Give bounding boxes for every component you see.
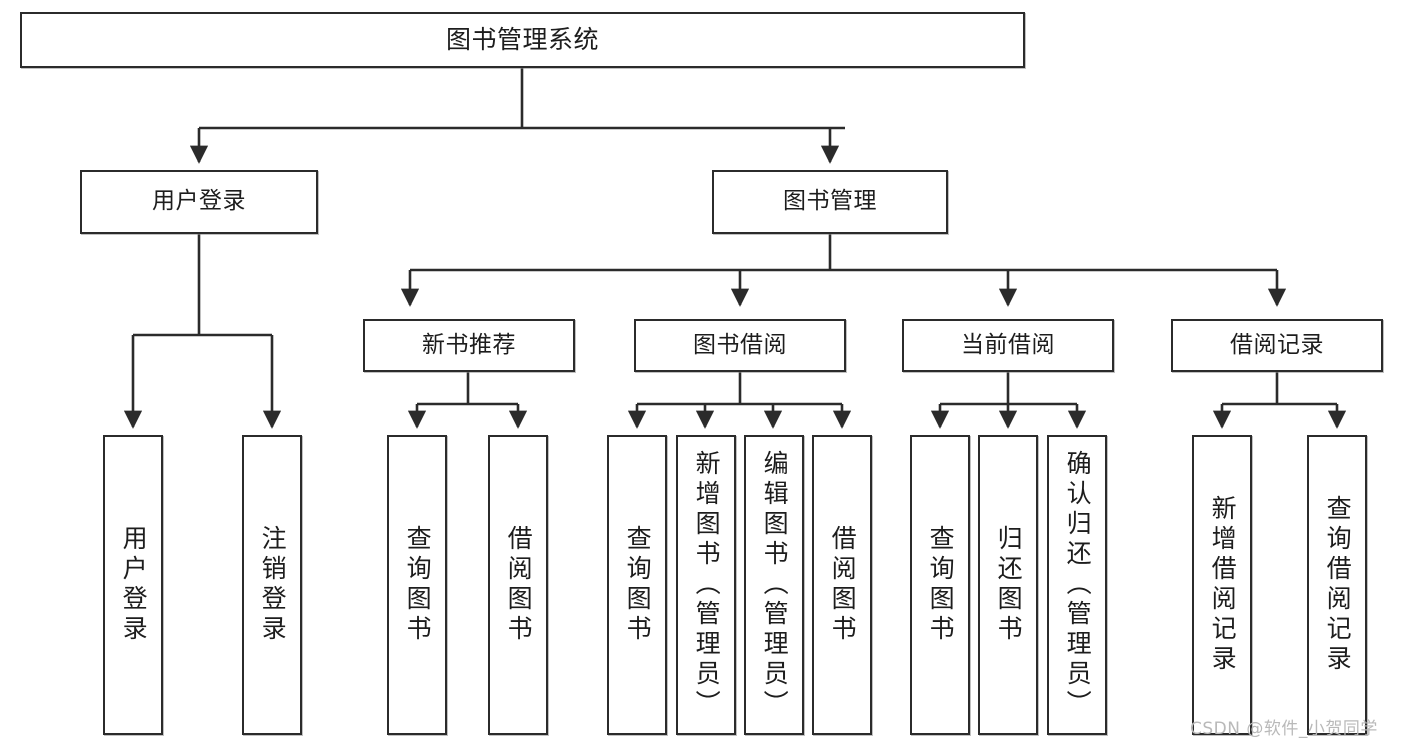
leaf-records-add-record[interactable]: 新增借阅记录: [1192, 435, 1252, 735]
leaf-borrow-borrow-book[interactable]: 借阅图书: [812, 435, 872, 735]
node-user-login[interactable]: 用户登录: [80, 170, 318, 234]
leaf-new-books-borrow[interactable]: 借阅图书: [488, 435, 548, 735]
leaf-user-login-login[interactable]: 用户登录: [103, 435, 163, 735]
leaf-new-books-query-label: 查询图书: [403, 525, 433, 645]
node-borrow-records[interactable]: 借阅记录: [1171, 319, 1383, 372]
leaf-borrow-query-book[interactable]: 查询图书: [607, 435, 667, 735]
node-new-book-recommend-label: 新书推荐: [422, 331, 516, 358]
node-user-login-label: 用户登录: [152, 188, 246, 215]
leaf-borrow-query-book-label: 查询图书: [623, 525, 653, 645]
node-book-borrow[interactable]: 图书借阅: [634, 319, 846, 372]
leaf-borrow-edit-book-label: 编辑图书（管理员）: [760, 450, 790, 720]
leaf-records-add-record-label: 新增借阅记录: [1208, 495, 1238, 675]
leaf-borrow-add-book[interactable]: 新增图书（管理员）: [676, 435, 736, 735]
node-book-management-label: 图书管理: [783, 188, 877, 215]
leaf-current-return-book[interactable]: 归还图书: [978, 435, 1038, 735]
node-book-management[interactable]: 图书管理: [712, 170, 948, 234]
node-root[interactable]: 图书管理系统: [20, 12, 1025, 68]
leaf-borrow-borrow-book-label: 借阅图书: [828, 525, 858, 645]
node-root-label: 图书管理系统: [445, 25, 599, 55]
node-current-borrow-label: 当前借阅: [961, 331, 1055, 358]
leaf-current-query-book[interactable]: 查询图书: [910, 435, 970, 735]
leaf-borrow-add-book-label: 新增图书（管理员）: [692, 450, 722, 720]
leaf-records-query-record[interactable]: 查询借阅记录: [1307, 435, 1367, 735]
leaf-current-confirm-return[interactable]: 确认归还（管理员）: [1047, 435, 1107, 735]
leaf-borrow-edit-book[interactable]: 编辑图书（管理员）: [744, 435, 804, 735]
leaf-user-login-login-label: 用户登录: [119, 525, 149, 645]
node-book-borrow-label: 图书借阅: [693, 331, 787, 358]
leaf-current-return-book-label: 归还图书: [994, 525, 1024, 645]
node-new-book-recommend[interactable]: 新书推荐: [363, 319, 575, 372]
leaf-user-login-logout-label: 注销登录: [258, 525, 288, 645]
leaf-user-login-logout[interactable]: 注销登录: [242, 435, 302, 735]
node-current-borrow[interactable]: 当前借阅: [902, 319, 1114, 372]
leaf-new-books-borrow-label: 借阅图书: [504, 525, 534, 645]
leaf-current-confirm-return-label: 确认归还（管理员）: [1063, 450, 1093, 720]
leaf-new-books-query[interactable]: 查询图书: [387, 435, 447, 735]
leaf-current-query-book-label: 查询图书: [926, 525, 956, 645]
node-borrow-records-label: 借阅记录: [1230, 331, 1324, 358]
csdn-watermark: CSDN @软件_小贺同学: [1190, 719, 1378, 739]
leaf-records-query-record-label: 查询借阅记录: [1323, 495, 1353, 675]
